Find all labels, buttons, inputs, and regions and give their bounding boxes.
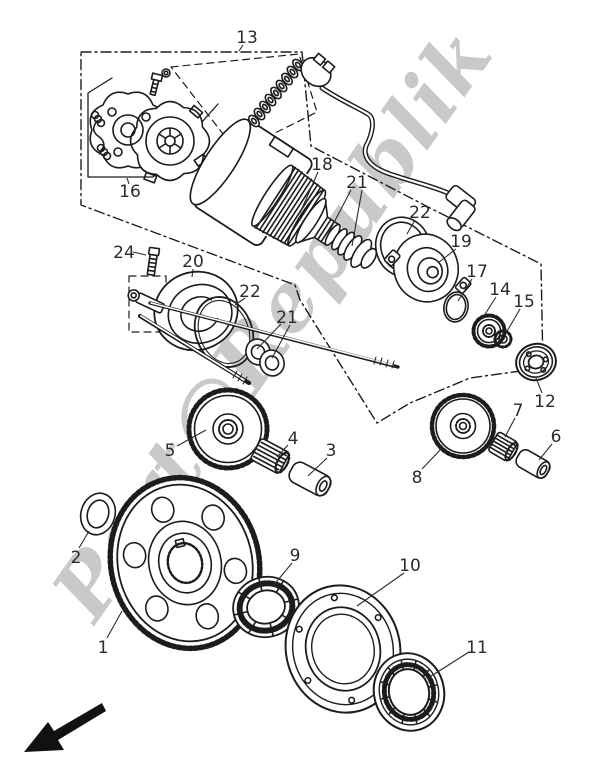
part-label-16: 16 xyxy=(119,182,141,202)
leader-line-part-14 xyxy=(481,296,497,320)
part-label-3: 3 xyxy=(326,441,337,461)
shim-stack xyxy=(248,58,304,128)
direction-arrow-icon xyxy=(24,703,106,752)
leader-line-part-17 xyxy=(457,278,473,302)
commutator-end-view xyxy=(156,127,184,155)
clutch-spring-22 xyxy=(193,296,255,368)
idle-gear-5 xyxy=(186,387,270,471)
part-label-5: 5 xyxy=(165,441,176,461)
part-label-18: 18 xyxy=(311,155,333,175)
leader-line-part-19 xyxy=(437,248,457,264)
leader-line-part-8 xyxy=(421,447,443,470)
part-label-10: 10 xyxy=(399,556,421,576)
part-label-22: 22 xyxy=(239,282,261,302)
o-ring-17 xyxy=(443,291,469,323)
bolt-24 xyxy=(146,246,161,277)
part-label-1: 1 xyxy=(98,638,109,658)
leader-line-part-22 xyxy=(234,297,246,306)
spline-washer-15 xyxy=(493,329,513,349)
part-label-24: 24 xyxy=(113,243,135,263)
starter-motor-armature xyxy=(189,118,378,269)
leader-line-part-1 xyxy=(106,610,123,639)
part-label-21: 21 xyxy=(276,308,298,328)
leader-line-part-16 xyxy=(126,177,130,185)
part-label-9: 9 xyxy=(290,546,301,566)
leader-line-part-21 xyxy=(327,189,352,235)
washers-21-lower xyxy=(245,338,285,377)
part-label-14: 14 xyxy=(489,280,511,300)
spline-bushing-4 xyxy=(250,438,291,474)
needle-bearing-9 xyxy=(232,575,300,639)
leader-line-part-10 xyxy=(356,572,405,607)
brush-springs xyxy=(90,110,112,161)
clutch-lever xyxy=(127,289,165,314)
bearing-12 xyxy=(515,342,557,382)
leader-line-part-21 xyxy=(256,323,282,350)
armature-core xyxy=(250,163,328,250)
part-label-4: 4 xyxy=(288,429,299,449)
pin-3 xyxy=(288,461,332,497)
leader-line-part-21 xyxy=(271,324,291,359)
leader-line-part-24 xyxy=(132,251,147,256)
starter-wheel-gear-1 xyxy=(107,474,263,652)
leader-line-part-13 xyxy=(238,44,244,52)
leader-line-part-18 xyxy=(299,171,319,214)
part-label-12: 12 xyxy=(534,392,556,412)
leader-line-part-21 xyxy=(351,189,363,247)
leader-line-part-4 xyxy=(276,444,289,458)
part-label-6: 6 xyxy=(551,427,562,447)
idle-gear-8 xyxy=(429,392,497,460)
leader-line-part-20 xyxy=(191,268,194,278)
leader-line-part-15 xyxy=(505,308,521,334)
assembly-box-13 xyxy=(80,51,544,424)
part-label-7: 7 xyxy=(513,401,524,421)
part-label-20: 20 xyxy=(182,252,204,272)
leader-line-part-2 xyxy=(78,530,90,549)
part-label-17: 17 xyxy=(466,262,488,282)
leader-line-part-11 xyxy=(427,651,470,679)
part-label-15: 15 xyxy=(513,292,535,312)
clutch-outer-10 xyxy=(284,584,402,714)
washer-2 xyxy=(79,492,117,536)
leader-line-part-5 xyxy=(176,429,207,447)
brush-holder-assembly xyxy=(89,68,220,191)
one-way-clutch-11 xyxy=(372,652,446,732)
terminal-bolt xyxy=(149,72,164,97)
push-rod-short xyxy=(137,313,252,386)
leader-line-part-6 xyxy=(538,443,553,461)
part-label-8: 8 xyxy=(412,468,423,488)
part-label-19: 19 xyxy=(450,232,472,252)
leader-line-part-9 xyxy=(272,562,293,587)
leader-line-part-7 xyxy=(504,417,516,438)
pin-6 xyxy=(515,449,551,479)
part-label-11: 11 xyxy=(466,638,488,658)
spline-pinion-7 xyxy=(488,431,519,462)
part-label-22: 22 xyxy=(409,203,431,223)
starter-lead-wire xyxy=(300,52,477,232)
part-label-21: 21 xyxy=(346,173,368,193)
wire-elbow-connector xyxy=(445,184,477,232)
part-label-2: 2 xyxy=(71,548,82,568)
shaft-washers-21 xyxy=(331,228,378,269)
part-label-13: 13 xyxy=(236,28,258,48)
leader-line-part-3 xyxy=(307,457,328,477)
leader-line-part-22 xyxy=(406,219,416,235)
leader-line-part-12 xyxy=(535,377,543,394)
front-bracket-assembly xyxy=(374,216,472,303)
assembly-box-armature xyxy=(170,53,318,153)
